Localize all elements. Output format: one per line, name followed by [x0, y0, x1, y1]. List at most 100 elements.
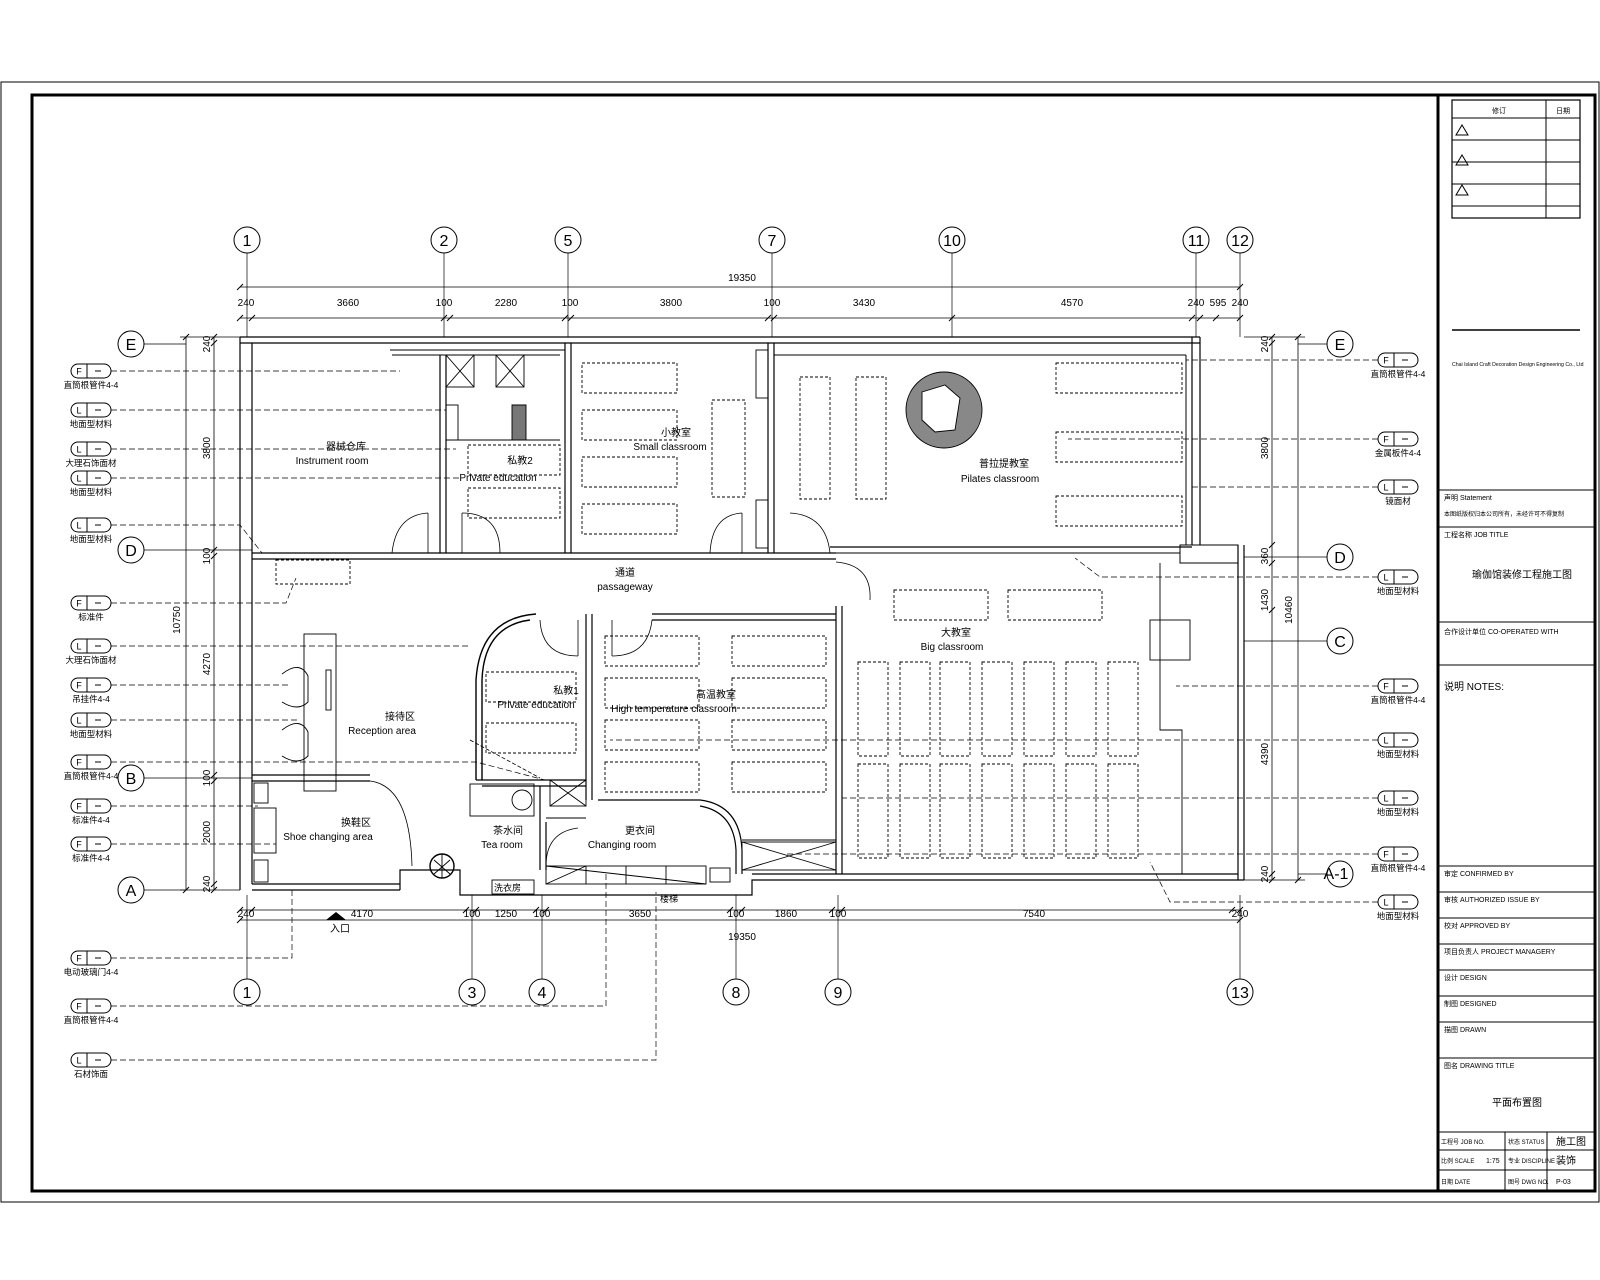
left-dim-segments: 240 3800 100 4270 100 2000 240	[202, 335, 213, 892]
svg-text:3: 3	[468, 985, 477, 1002]
callout-tag-label: 地面型材料	[70, 487, 113, 497]
svg-text:E: E	[1335, 337, 1346, 354]
callout-tag-label: 地面型材料	[70, 534, 113, 544]
tb-job-title: 瑜伽馆装修工程施工图	[1472, 568, 1572, 581]
grid-bubble: 1	[233, 226, 261, 254]
dim-top-seg: 100	[562, 298, 579, 309]
callout-tag-label: 地面型材料	[1377, 586, 1420, 596]
svg-text:5: 5	[564, 233, 573, 250]
callout-tag-label: 地面型材料	[1377, 749, 1420, 759]
room-shoe-cn: 换鞋区	[341, 816, 371, 829]
callout-tag-letter: L	[76, 406, 81, 416]
dim-top-seg: 100	[436, 298, 453, 309]
tb-drawing-title-label: 图名 DRAWING TITLE	[1444, 1061, 1515, 1070]
grid-bubble: 4	[528, 978, 556, 1006]
svg-text:B: B	[126, 771, 137, 788]
tb-statement-text: 本图纸版权归本公司所有，未经许可不得复制	[1444, 510, 1564, 518]
row-bubble: A-1	[1324, 860, 1354, 888]
room-reception-en: Reception area	[348, 726, 416, 737]
bottom-dim-segments: 240 4170 100 1250 100 3650 100 1860 100 …	[238, 909, 1249, 920]
revision-triangle-icon	[1455, 124, 1469, 136]
dim-top-seg: 3660	[337, 298, 360, 309]
grid-bubble: 3	[458, 978, 486, 1006]
tb-role: 制图 DESIGNED	[1444, 999, 1497, 1008]
room-hightemp-cn: 高温教室	[696, 688, 736, 701]
room-passage-cn: 通道	[615, 566, 635, 579]
row-bubble: D	[1326, 543, 1354, 571]
room-changing-cn: 更衣间	[625, 824, 655, 837]
dim-bottom-seg: 1860	[775, 909, 798, 920]
grid-bubble: 2	[430, 226, 458, 254]
dim-top-seg: 595	[1210, 298, 1227, 309]
room-pilates-cn: 普拉提教室	[979, 457, 1029, 470]
dim-top-seg: 240	[238, 298, 255, 309]
callout-tag-label: 地面型材料	[70, 729, 113, 739]
tb-role: 审核 AUTHORIZED ISSUE BY	[1444, 895, 1540, 904]
title-block-text: 修订 日期 Chai Island Craft Decoration Desig…	[1441, 106, 1586, 1186]
callout-tag-label: 直筒根管件4-4	[1371, 863, 1426, 873]
room-instrument-cn: 器械仓库	[326, 440, 366, 453]
callout-tag-label: 金属板件4-4	[1375, 448, 1422, 458]
callout-tag-label: 镜面材	[1385, 496, 1411, 506]
tb-role: 设计 DESIGN	[1444, 973, 1487, 982]
grid-bubbles-bottom: 1 3 4 8 9 13	[233, 978, 1254, 1006]
tb-revision-header: 修订	[1492, 106, 1506, 115]
tb-role: 项目负责人 PROJECT MANAGERY	[1444, 947, 1556, 956]
callout-tag-label: 大理石饰面材	[65, 458, 117, 468]
grid-bubble: 7	[758, 226, 786, 254]
row-bubble: E	[117, 330, 145, 358]
room-small-cn: 小教室	[661, 426, 691, 439]
dim-left-overall: 10750	[172, 606, 183, 634]
callout-tag-letter: F	[76, 1002, 82, 1012]
tb-role: 审定 CONFIRMED BY	[1444, 869, 1514, 878]
svg-text:2: 2	[440, 233, 449, 250]
grid-bubble: 12	[1226, 226, 1254, 254]
callout-tag-letter: L	[1383, 573, 1388, 583]
tb-discipline-value: 装饰	[1556, 1154, 1576, 1167]
svg-text:10: 10	[943, 233, 961, 250]
room-private2-en: Private education	[459, 473, 536, 484]
room-labels: 器械仓库 Instrument room 私教2 Private educati…	[283, 426, 1039, 851]
callout-tag-letter: F	[1383, 850, 1389, 860]
room-private2-cn: 私教2	[507, 454, 533, 467]
tb-job-no-label: 工程号 JOB NO.	[1441, 1138, 1485, 1146]
svg-text:E: E	[126, 337, 137, 354]
svg-text:11: 11	[1188, 233, 1205, 250]
row-bubble: C	[1326, 627, 1354, 655]
tb-scale-value: 1:75	[1486, 1158, 1500, 1165]
tb-statement-label: 声明 Statement	[1444, 493, 1492, 502]
callout-tag-letter: F	[76, 367, 82, 377]
svg-text:C: C	[1334, 634, 1346, 651]
dim-bottom-seg: 100	[728, 909, 745, 920]
row-bubble: E	[1326, 330, 1354, 358]
right-dim-segments: 240 3800 360 1430 4390 240	[1260, 335, 1271, 882]
callouts-right: F直筒根管件4-4F金属板件4-4L镜面材L地面型材料F直筒根管件4-4L地面型…	[610, 352, 1426, 921]
dim-left-seg: 240	[202, 335, 213, 352]
plan-furniture	[253, 349, 1191, 895]
dimension-lines	[180, 286, 1305, 921]
callout-tag-label: 石材饰面	[74, 1069, 109, 1079]
svg-text:4: 4	[538, 985, 547, 1002]
callout-tag-letter: L	[1383, 898, 1388, 908]
callout-tag-letter: F	[76, 954, 82, 964]
grid-bubble: 11	[1182, 226, 1210, 254]
stair-label: 楼梯	[660, 893, 678, 904]
dim-right-seg: 240	[1260, 865, 1271, 882]
tb-date-header: 日期	[1556, 107, 1570, 115]
row-bubble: B	[117, 764, 145, 792]
dim-bottom-seg: 240	[1232, 909, 1249, 920]
dimension-ticks	[182, 283, 1302, 924]
